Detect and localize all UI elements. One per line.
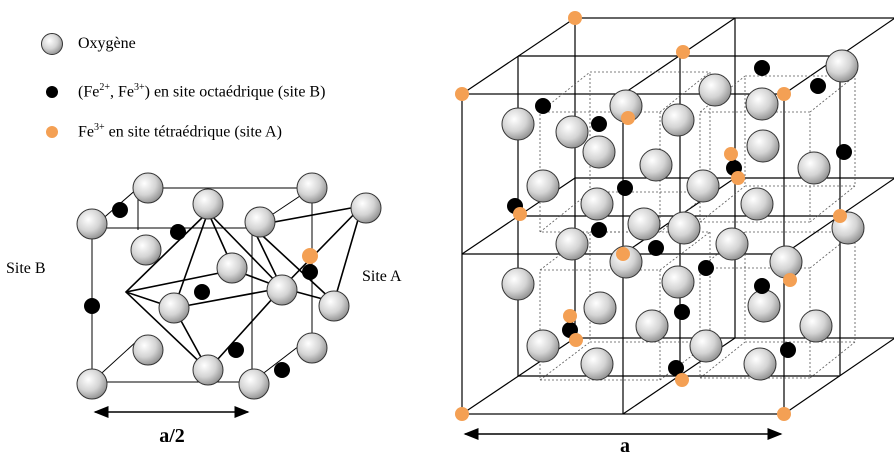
oxygen-atom (350, 192, 382, 224)
oxygen-atom (526, 169, 560, 203)
tetrahedral-cation (513, 207, 527, 221)
oxygen-atom (238, 368, 270, 400)
octahedral-cation (754, 278, 770, 294)
octahedral-cation (591, 116, 607, 132)
oxygen-atom (192, 188, 224, 220)
oxygen-atom (318, 290, 350, 322)
oxygen-atom (715, 227, 749, 261)
legend-oxygen-label: Oxygène (78, 35, 136, 52)
oxygen-atom (555, 227, 589, 261)
oxygen-atom (661, 103, 695, 137)
oxygen-atom (769, 245, 803, 279)
oxygen-atom (501, 267, 535, 301)
octahedral-cation (754, 60, 770, 76)
octahedral-cation (228, 342, 244, 358)
tetrahedral-cation (569, 333, 583, 347)
octahedral-cation (674, 304, 690, 320)
half-cell-dimension-label: a/2 (159, 425, 185, 447)
oxygen-atom (746, 129, 780, 163)
tetrahedral-cation (676, 45, 690, 59)
oxygen-atom (635, 309, 669, 343)
oxygen-atom (244, 206, 276, 238)
site-b-label: Site B (6, 260, 46, 277)
tetrahedral-cation (783, 273, 797, 287)
oxygen-atom (740, 187, 774, 221)
black-dot-icon (46, 86, 58, 98)
oxygen-atom (580, 187, 614, 221)
octahedral-cation (194, 284, 210, 300)
legend-tetrahedral: Fe3+ en site tétraédrique (site A) (40, 120, 282, 144)
octahedral-cation (302, 264, 318, 280)
octahedral-cation (668, 360, 684, 376)
oxygen-atom (743, 347, 777, 381)
oxygen-atom (639, 148, 673, 182)
tetrahedral-cation (621, 111, 635, 125)
oxygen-atom (130, 234, 162, 266)
legend-oxygen: Oxygène (40, 32, 136, 56)
legend-tetrahedral-label: Fe3+ en site tétraédrique (site A) (78, 122, 282, 141)
legend-octahedral-label: (Fe2+, Fe3+) en site octaédrique (site B… (78, 82, 326, 101)
oxygen-atom (747, 289, 781, 323)
oxygen-atom (745, 87, 779, 121)
oxygen-atom (825, 49, 859, 83)
oxygen-atom (799, 309, 833, 343)
octahedral-cation (535, 98, 551, 114)
oxygen-atom (76, 208, 108, 240)
oxygen-atom (192, 354, 224, 386)
site-a-label: Site A (362, 268, 402, 285)
oxygen-atom (158, 292, 190, 324)
tetrahedral-cation (302, 248, 318, 264)
octahedral-cation (810, 78, 826, 94)
half-cell-atoms (76, 172, 382, 400)
oxygen-atom (583, 291, 617, 325)
tetrahedral-cation (616, 247, 630, 261)
oxygen-atom (689, 329, 723, 363)
octahedral-cation (836, 144, 852, 160)
oxygen-atom (582, 135, 616, 169)
oxygen-atom (797, 151, 831, 185)
tetrahedral-cation (568, 11, 582, 25)
oxygen-atom (580, 347, 614, 381)
oxygen-atom (526, 329, 560, 363)
octahedral-cation (591, 222, 607, 238)
octahedral-cation (170, 224, 186, 240)
oxygen-atom (661, 265, 695, 299)
tetrahedral-cation (675, 373, 689, 387)
oxygen-atom (266, 274, 298, 306)
octahedral-cation (84, 298, 100, 314)
oxygen-atom (132, 172, 164, 204)
oxygen-atom (296, 172, 328, 204)
oxygen-atom (216, 252, 248, 284)
oxygen-atom (667, 211, 701, 245)
oxygen-atom (76, 368, 108, 400)
oxygen-atom (501, 107, 535, 141)
tetrahedral-cation (563, 309, 577, 323)
oxygen-atom (698, 73, 732, 107)
octahedral-cation (617, 180, 633, 196)
tetrahedral-cation (777, 407, 791, 421)
oxygen-atom (686, 169, 720, 203)
octahedral-cation (112, 202, 128, 218)
orange-dot-icon (46, 126, 58, 138)
tetrahedral-cation (455, 87, 469, 101)
tetrahedral-cation (455, 407, 469, 421)
cell-dimension-label: a (620, 435, 630, 452)
tetrahedral-cation (777, 87, 791, 101)
oxygen-atom (627, 207, 661, 241)
tetrahedral-cation (724, 147, 738, 161)
octahedral-cation (274, 362, 290, 378)
unit-cell-atoms (455, 11, 865, 421)
oxygen-atom (555, 115, 589, 149)
legend-octahedral: (Fe2+, Fe3+) en site octaédrique (site B… (40, 80, 325, 104)
octahedral-cation (648, 240, 664, 256)
octahedral-cation (698, 260, 714, 276)
tetrahedral-cation (731, 171, 745, 185)
oxygen-atom (296, 332, 328, 364)
octahedral-cation (780, 342, 796, 358)
oxygen-atom (132, 334, 164, 366)
oxygen-sphere-icon (41, 33, 63, 55)
tetrahedral-cation (833, 209, 847, 223)
